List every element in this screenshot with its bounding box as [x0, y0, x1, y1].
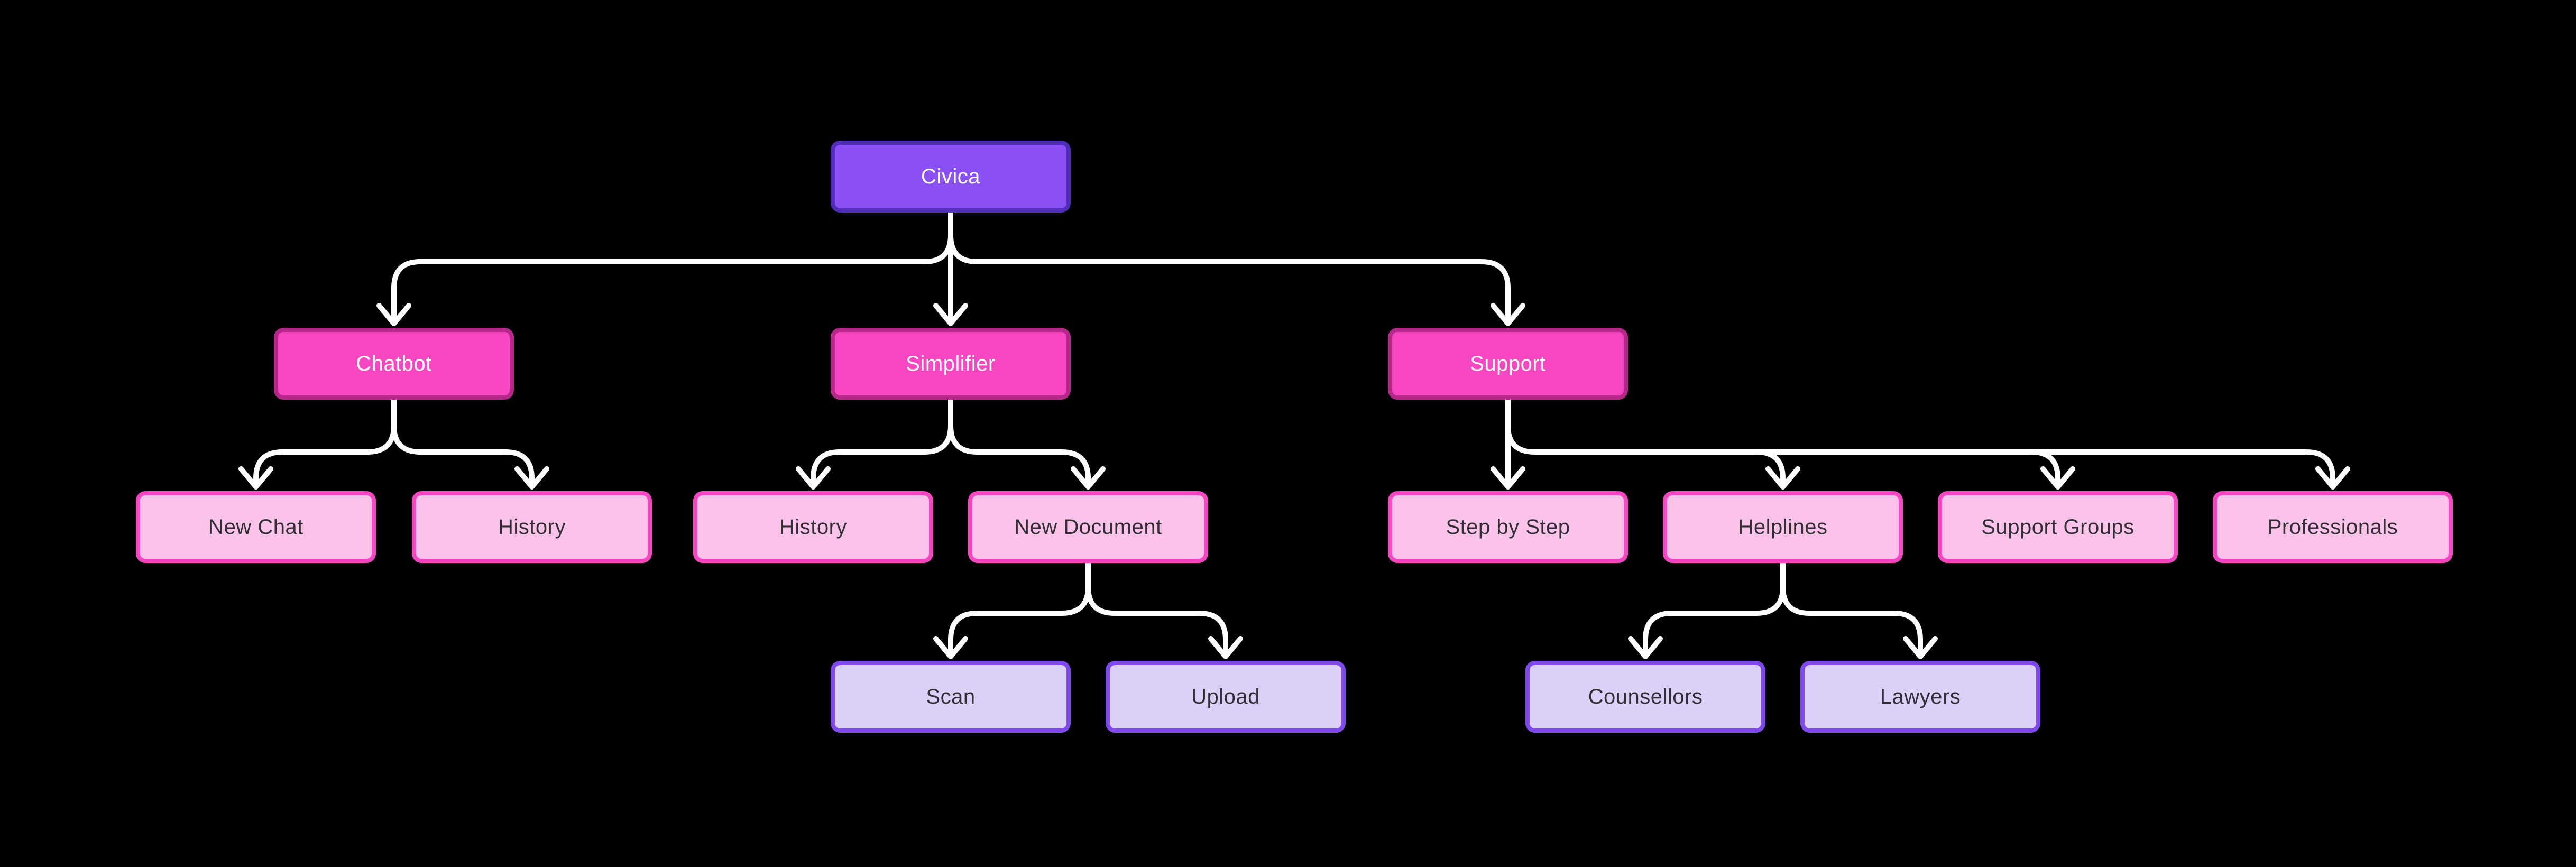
- node-scan-label: Scan: [926, 685, 976, 708]
- arrow-helplines-lawyers: [1903, 636, 1938, 659]
- connector-support-helplines: [1754, 449, 1786, 485]
- arrow-support-step-by-step: [1491, 466, 1525, 490]
- connector-new-document-scan: [948, 560, 1091, 655]
- node-upload[interactable]: Upload: [1106, 661, 1346, 733]
- arrow-simplifier-new-document: [1071, 466, 1106, 490]
- arrow-civica-simplifier: [933, 303, 968, 326]
- node-counsellors-label: Counsellors: [1588, 685, 1703, 708]
- arrow-helplines-counsellors: [1628, 636, 1663, 659]
- node-civica[interactable]: Civica: [831, 141, 1071, 213]
- node-lawyers-label: Lawyers: [1880, 685, 1961, 708]
- node-helplines-label: Helplines: [1738, 515, 1828, 539]
- node-history-simplifier-label: History: [779, 515, 847, 539]
- connector-civica-support: [948, 210, 1511, 322]
- arrow-new-document-scan: [933, 636, 968, 659]
- connector-support-professionals: [1505, 397, 2335, 485]
- connector-helplines-counsellors: [1643, 560, 1786, 655]
- node-support-groups-label: Support Groups: [1981, 515, 2135, 539]
- connector-chatbot-new-chat: [253, 397, 397, 485]
- node-professionals-label: Professionals: [2267, 515, 2398, 539]
- connector-support-support-groups: [2029, 449, 2060, 485]
- node-support[interactable]: Support: [1388, 328, 1628, 400]
- connector-helplines-lawyers: [1780, 560, 1923, 655]
- node-professionals[interactable]: Professionals: [2213, 491, 2453, 563]
- arrow-support-support-groups: [2040, 466, 2075, 490]
- node-lawyers[interactable]: Lawyers: [1800, 661, 2040, 733]
- node-scan[interactable]: Scan: [831, 661, 1071, 733]
- node-support-label: Support: [1470, 352, 1546, 375]
- node-civica-label: Civica: [921, 164, 980, 188]
- arrow-support-professionals: [2315, 466, 2350, 490]
- node-step-by-step-label: Step by Step: [1446, 515, 1570, 539]
- node-history-simplifier[interactable]: History: [693, 491, 933, 563]
- arrow-support-helplines: [1765, 466, 1800, 490]
- connector-chatbot-history: [391, 397, 535, 485]
- arrow-simplifier-history: [796, 466, 831, 490]
- arrow-chatbot-new-chat: [238, 466, 273, 490]
- arrow-civica-chatbot: [376, 303, 411, 326]
- connector-simplifier-new-document: [948, 397, 1091, 485]
- node-chatbot-label: Chatbot: [356, 352, 432, 375]
- connector-simplifier-history: [811, 397, 953, 485]
- node-simplifier[interactable]: Simplifier: [831, 328, 1071, 400]
- node-helplines[interactable]: Helplines: [1663, 491, 1903, 563]
- node-counsellors[interactable]: Counsellors: [1525, 661, 1765, 733]
- node-new-chat[interactable]: New Chat: [136, 491, 376, 563]
- arrow-chatbot-history: [514, 466, 549, 490]
- node-history-chatbot-label: History: [498, 515, 566, 539]
- connector-civica-chatbot: [391, 210, 953, 322]
- connector-new-document-upload: [1085, 560, 1228, 655]
- node-new-chat-label: New Chat: [208, 515, 303, 539]
- arrow-civica-support: [1491, 303, 1525, 326]
- node-support-groups[interactable]: Support Groups: [1938, 491, 2178, 563]
- arrow-new-document-upload: [1208, 636, 1243, 659]
- node-step-by-step[interactable]: Step by Step: [1388, 491, 1628, 563]
- node-upload-label: Upload: [1191, 685, 1260, 708]
- node-new-document[interactable]: New Document: [968, 491, 1208, 563]
- node-chatbot[interactable]: Chatbot: [274, 328, 514, 400]
- node-new-document-label: New Document: [1014, 515, 1162, 539]
- node-history-chatbot[interactable]: History: [412, 491, 652, 563]
- node-simplifier-label: Simplifier: [906, 352, 996, 375]
